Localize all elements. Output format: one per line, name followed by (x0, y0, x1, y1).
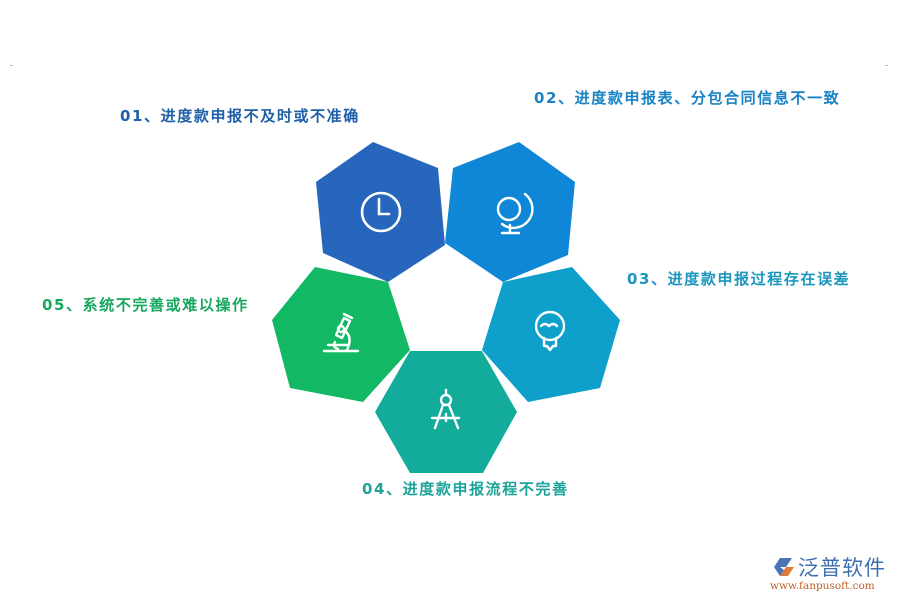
hexagon-03 (482, 267, 620, 402)
hexagon-05 (272, 267, 410, 402)
hexagon-04 (375, 351, 517, 473)
microscope-icon (322, 312, 360, 353)
item-03-label: 03、进度款申报过程存在误差 (627, 270, 851, 288)
corner-mark-left (10, 65, 13, 66)
logo-name: 泛普软件 (798, 556, 886, 580)
clock-icon (360, 191, 402, 233)
logo-mark-icon (774, 558, 794, 576)
globe-icon (496, 192, 534, 235)
corner-mark-right (885, 65, 888, 66)
compass-icon (430, 388, 461, 430)
logo-url: www.fanpusoft.com (770, 580, 875, 592)
item-05-label: 05、系统不完善或难以操作 (42, 296, 249, 314)
item-04-label: 04、进度款申报流程不完善 (362, 480, 569, 498)
hexagon-01 (316, 142, 445, 282)
hexagon-02 (445, 142, 575, 282)
item-01-label: 01、进度款申报不及时或不准确 (120, 107, 360, 125)
fanpu-logo: 泛普软件 www.fanpusoft.com (768, 552, 893, 596)
item-02-label: 02、进度款申报表、分包合同信息不一致 (534, 89, 841, 107)
lightbulb-icon (534, 310, 566, 352)
